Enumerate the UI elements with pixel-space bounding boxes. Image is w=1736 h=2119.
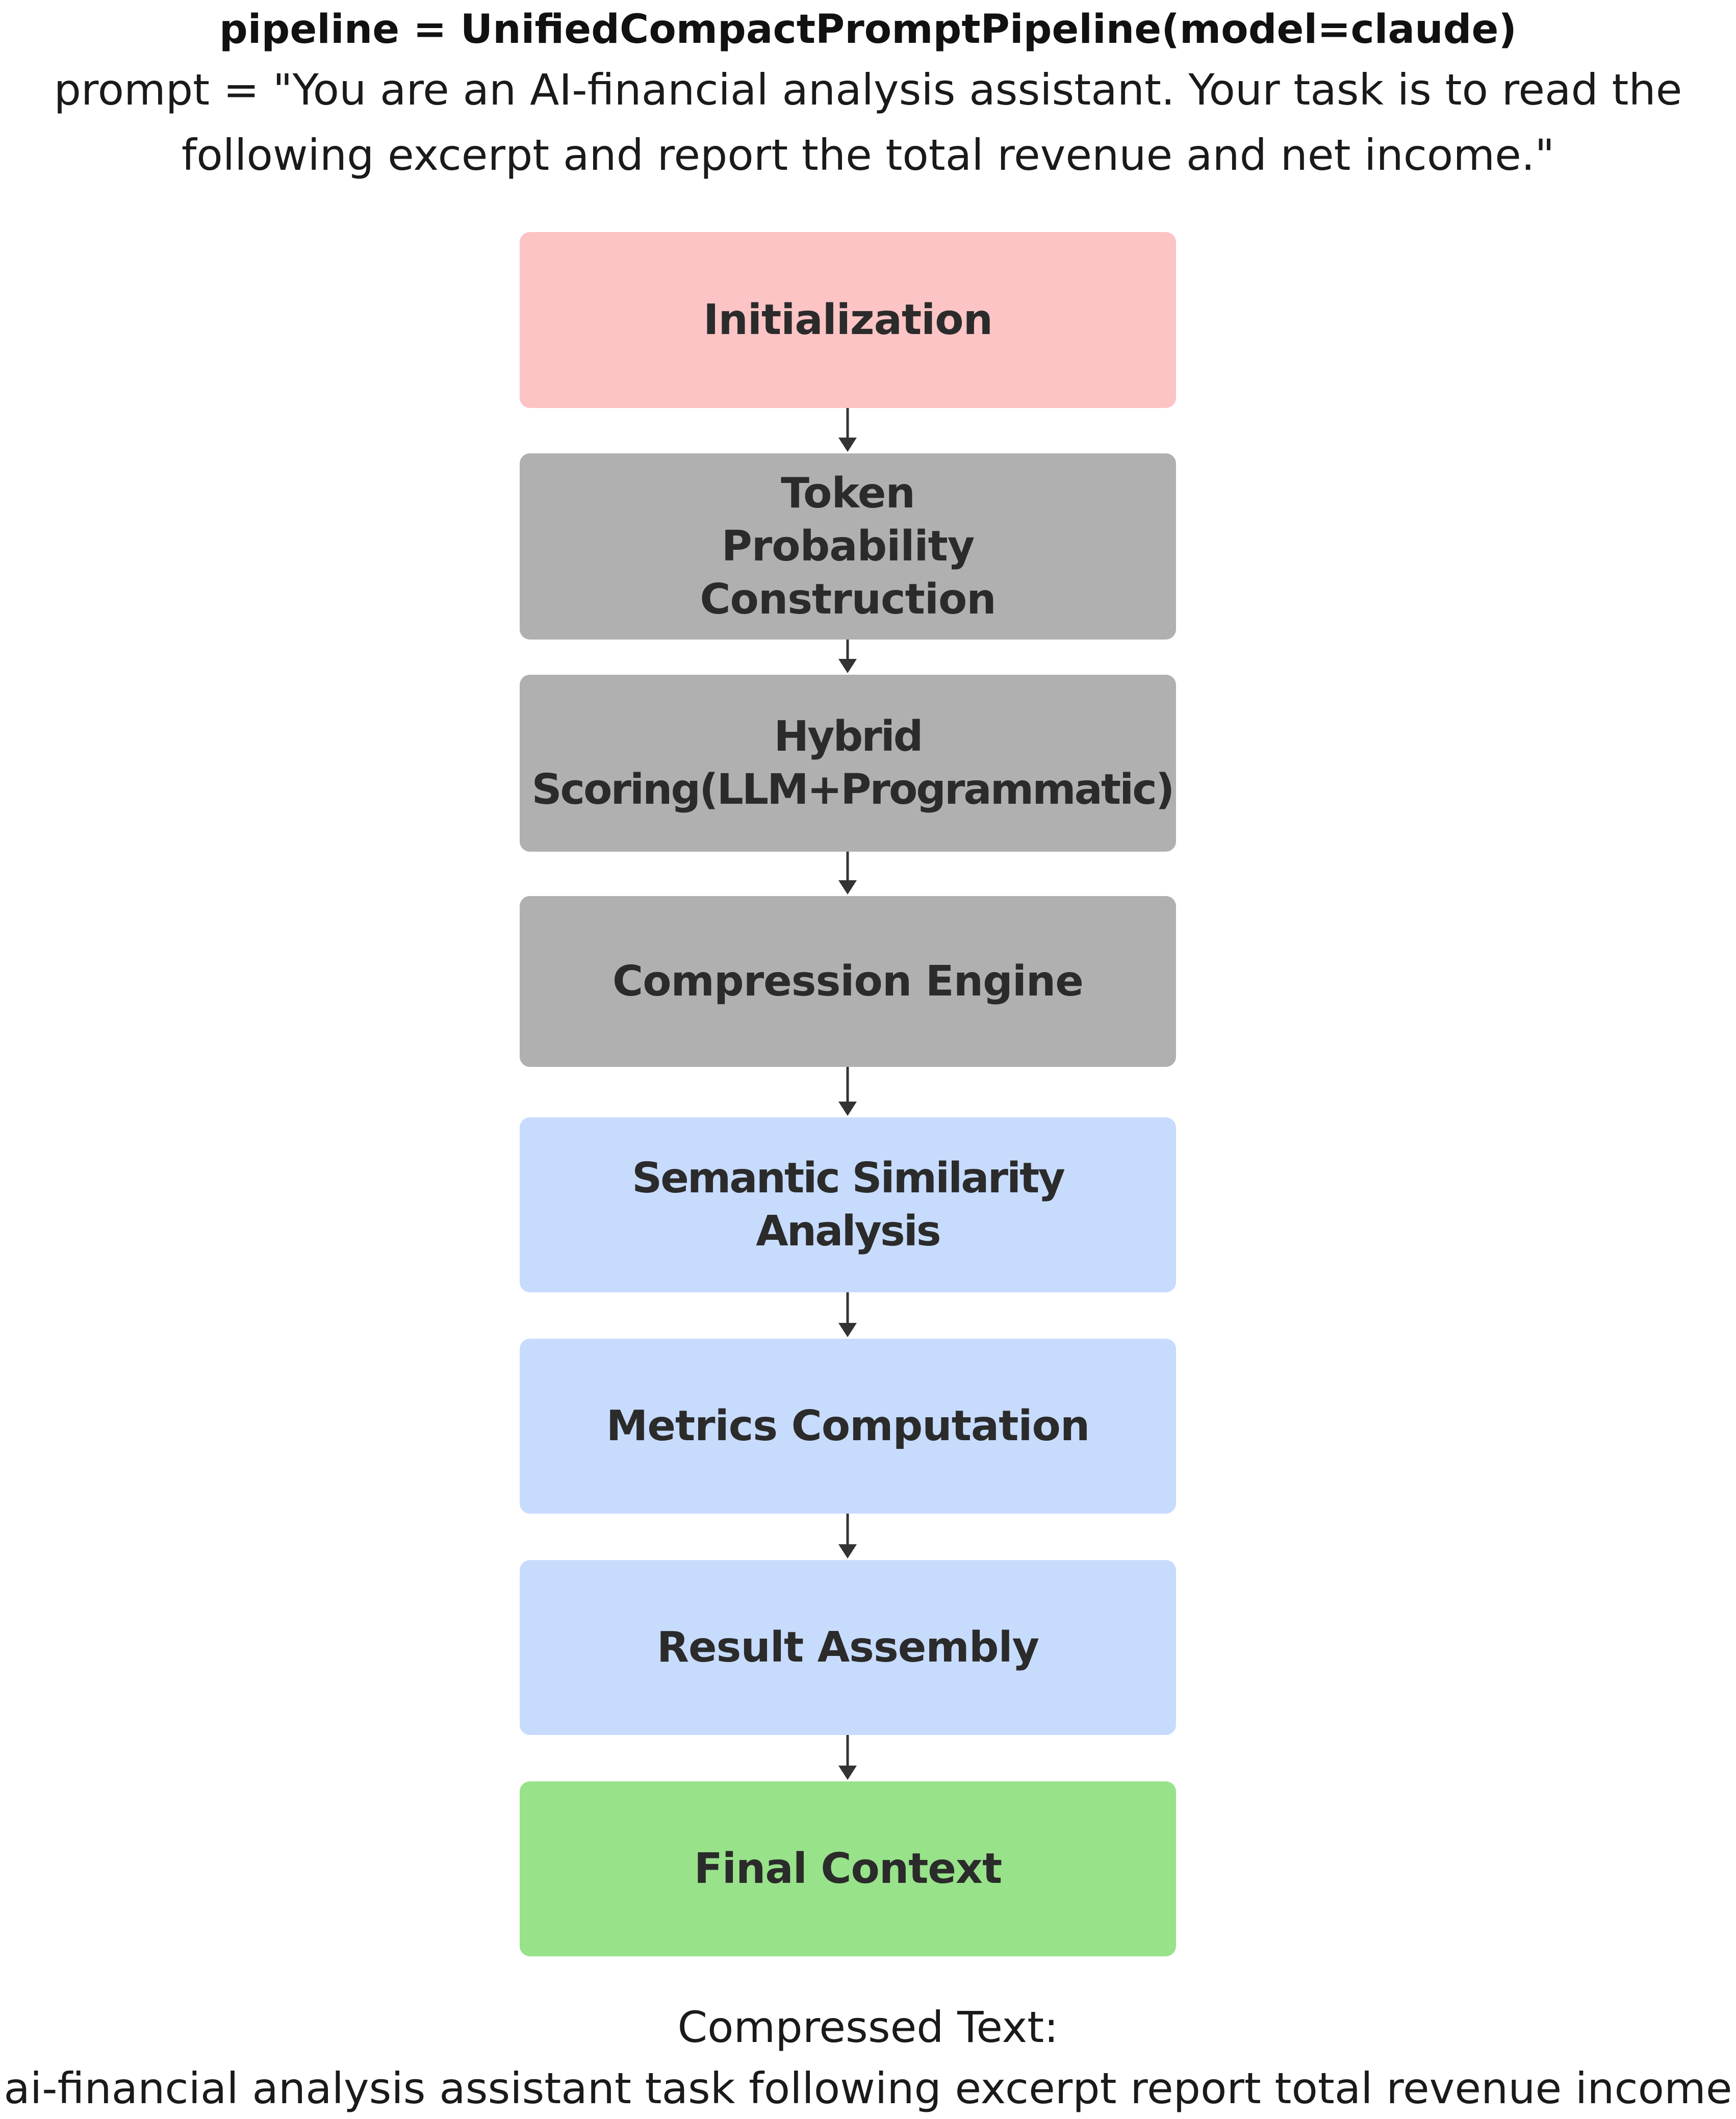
arrow-3	[838, 852, 857, 895]
compressed-text-value: ai-financial analysis assistant task fol…	[4, 2063, 1732, 2113]
step-token-probability-construction: Token Probability Construction	[520, 453, 1176, 640]
step-hybrid-scoring: Hybrid Scoring(LLM+Programmatic)	[520, 675, 1176, 852]
step-compression-engine: Compression Engine	[520, 896, 1176, 1067]
footer: Compressed Text: ai-financial analysis a…	[0, 1997, 1736, 2119]
step-label: Hybrid Scoring(LLM+Programmatic)	[531, 712, 1175, 814]
arrow-6	[838, 1514, 857, 1559]
arrow-2	[838, 640, 857, 673]
step-result-assembly: Result Assembly	[520, 1560, 1176, 1735]
header: pipeline = UnifiedCompactPromptPipeline(…	[0, 0, 1736, 188]
arrow-7	[838, 1735, 857, 1780]
step-label: Final Context	[694, 1844, 1002, 1893]
arrow-5	[838, 1292, 857, 1337]
step-metrics-computation: Metrics Computation	[520, 1339, 1176, 1514]
step-semantic-similarity-analysis: Semantic Similarity Analysis	[520, 1117, 1176, 1292]
step-label: Result Assembly	[656, 1623, 1039, 1672]
step-label: Initialization	[703, 295, 993, 344]
prompt-line: prompt = "You are an AI-financial analys…	[54, 65, 1682, 180]
compressed-text-title: Compressed Text:	[677, 2002, 1059, 2052]
step-label: Token Probability Construction	[700, 469, 996, 624]
pipeline-code-line: pipeline = UnifiedCompactPromptPipeline(…	[219, 7, 1517, 53]
step-label: Semantic Similarity Analysis	[632, 1154, 1065, 1256]
step-label: Metrics Computation	[606, 1401, 1090, 1450]
step-initialization: Initialization	[520, 232, 1176, 408]
step-label: Compression Engine	[612, 957, 1084, 1006]
arrow-1	[838, 408, 857, 452]
step-final-context: Final Context	[520, 1781, 1176, 1956]
arrow-4	[838, 1067, 857, 1116]
